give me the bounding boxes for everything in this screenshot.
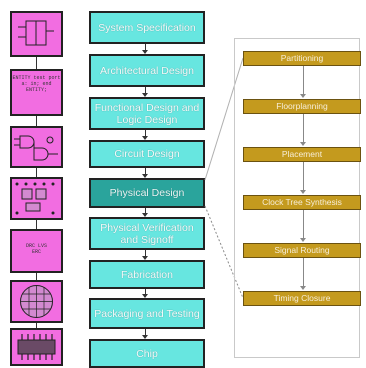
substep-label: Clock Tree Synthesis (262, 197, 342, 207)
chip-icon (17, 334, 56, 360)
step-circuit-design: Circuit Design (89, 140, 205, 168)
thumb-connector (36, 116, 37, 126)
thumbnail-hdl-code: ENTITY test port a: in; end ENTITY; (10, 69, 63, 116)
step-physical-design: Physical Design (89, 178, 205, 208)
step-label: System Specification (98, 21, 196, 34)
thumb-connector (36, 57, 37, 69)
step-label: Physical Verification and Signoff (100, 221, 194, 246)
thumbnail-wafer (10, 280, 63, 323)
thumb-connector (36, 220, 37, 229)
substep-partitioning: Partitioning (243, 51, 361, 66)
block-symbol-icon (18, 20, 54, 46)
substep-label: Partitioning (280, 53, 324, 63)
substep-label: Signal Routing (274, 245, 330, 255)
substep-clock-tree-synthesis: Clock Tree Synthesis (243, 195, 361, 210)
step-physical-verification-signoff: Physical Verification and Signoff (89, 217, 205, 250)
step-label: Packaging and Testing (94, 307, 200, 320)
step-packaging-testing: Packaging and Testing (89, 298, 205, 329)
step-label: Functional Design and Logic Design (94, 101, 200, 126)
step-label: Fabrication (121, 268, 173, 281)
step-label: Physical Design (109, 187, 185, 199)
verification-snippet: DRC LVS ERC (25, 243, 47, 255)
thumbnail-circuit (10, 177, 63, 220)
step-chip: Chip (89, 339, 205, 368)
substep-floorplanning: Floorplanning (243, 99, 361, 114)
thumbnail-chip (10, 328, 63, 366)
thumb-connector (36, 168, 37, 177)
logic-gates-icon (14, 135, 58, 161)
step-label: Circuit Design (114, 148, 180, 160)
step-functional-logic-design: Functional Design and Logic Design (89, 97, 205, 130)
substep-label: Floorplanning (276, 101, 328, 111)
thumb-connector (36, 323, 37, 328)
substep-placement: Placement (243, 147, 361, 162)
substep-label: Timing Closure (273, 293, 331, 303)
wafer-icon (20, 285, 53, 318)
step-label: Chip (136, 347, 158, 360)
substep-timing-closure: Timing Closure (243, 291, 361, 306)
step-fabrication: Fabrication (89, 260, 205, 289)
step-architectural-design: Architectural Design (89, 54, 205, 87)
substep-signal-routing: Signal Routing (243, 243, 361, 258)
thumbnail-verification: DRC LVS ERC (10, 229, 63, 273)
thumbnail-logic-gates (10, 126, 63, 168)
substep-label: Placement (281, 149, 323, 159)
hdl-snippet: ENTITY test port a: in; end ENTITY; (12, 75, 61, 93)
step-system-specification: System Specification (89, 11, 205, 44)
circuit-layout-icon (15, 182, 55, 215)
thumb-connector (36, 273, 37, 280)
step-label: Architectural Design (100, 64, 194, 77)
thumbnail-system-block (10, 11, 63, 57)
